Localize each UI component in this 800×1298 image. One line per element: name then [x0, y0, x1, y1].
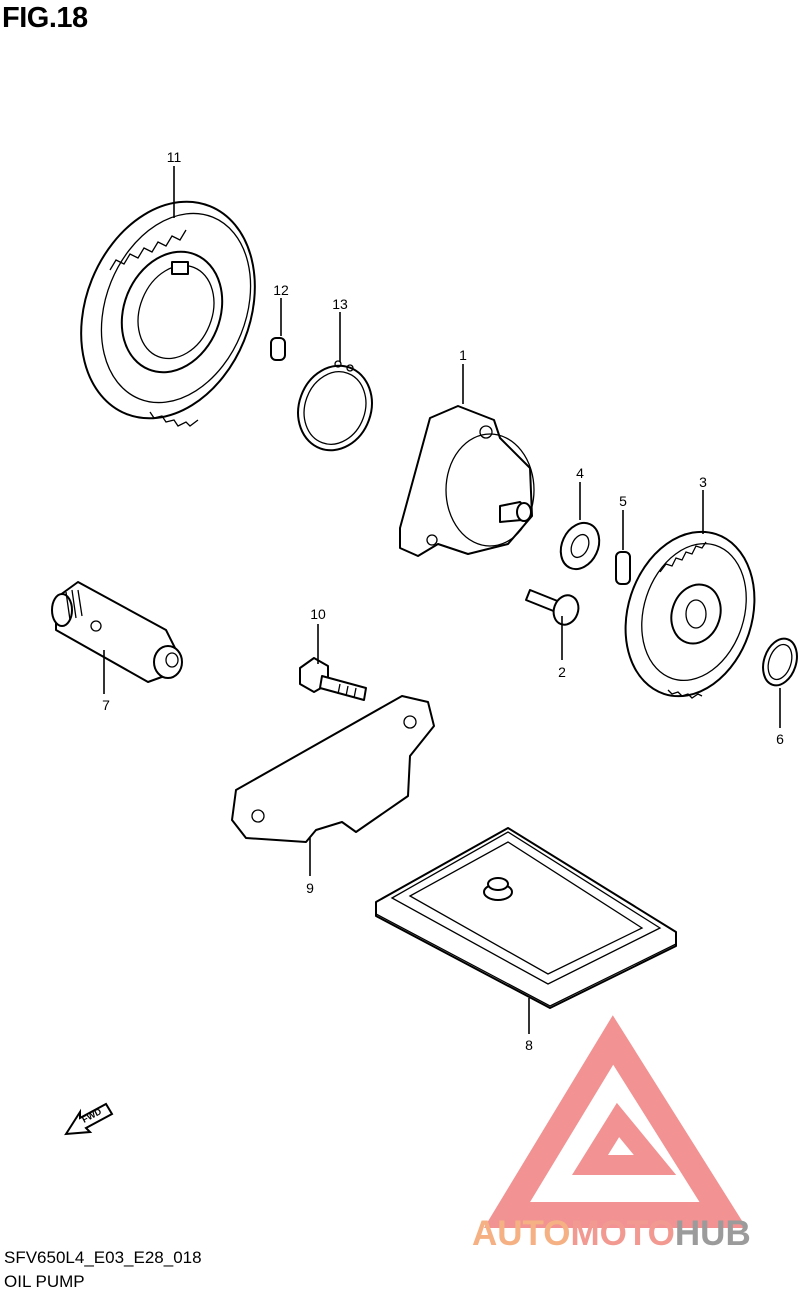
part-9-plate	[231, 695, 435, 843]
figure-title: FIG.18	[2, 2, 88, 34]
part-8-oil-strainer	[375, 827, 677, 1009]
watermark-moto: MOTO	[571, 1214, 675, 1253]
callout-13: 13	[332, 296, 348, 312]
callout-numbers: 11 12 13 1 4 5 3 2 6 7 10 9 8	[102, 149, 784, 1053]
callout-10: 10	[310, 606, 326, 622]
callout-7: 7	[102, 697, 110, 713]
part-2-screw	[525, 589, 580, 626]
callout-3: 3	[699, 474, 707, 490]
callout-6: 6	[776, 731, 784, 747]
part-1-oil-pump-body	[399, 405, 535, 557]
part-10-bolt	[299, 657, 367, 701]
svg-text:AUTOMOTOHUB: AUTOMOTOHUB	[472, 1214, 751, 1253]
part-3-pump-gear	[624, 530, 756, 699]
part-12-pin	[270, 337, 286, 361]
figure-caption: OIL PUMP	[4, 1272, 85, 1291]
watermark-hub: HUB	[675, 1214, 751, 1253]
callout-8: 8	[525, 1037, 533, 1053]
callout-5: 5	[619, 493, 627, 509]
callout-12: 12	[273, 282, 289, 298]
callout-4: 4	[576, 465, 584, 481]
part-4-washer	[559, 521, 601, 571]
part-7-relief-valve	[51, 581, 183, 683]
part-13-circlip	[297, 360, 373, 452]
watermark-text: AUTOMOTOHUB	[472, 1214, 751, 1253]
leader-lines	[103, 166, 781, 1034]
part-5-dowel-pin	[615, 551, 631, 585]
fwd-arrow-icon: FWD	[64, 1102, 114, 1136]
callout-1: 1	[459, 347, 467, 363]
callout-9: 9	[306, 880, 314, 896]
part-6-circlip	[762, 637, 798, 687]
callout-11: 11	[167, 149, 182, 165]
part-11-sprocket	[80, 200, 256, 427]
watermark-logo	[483, 1015, 747, 1228]
model-code: SFV650L4_E03_E28_018	[4, 1248, 202, 1267]
watermark-auto: AUTO	[472, 1214, 571, 1253]
callout-2: 2	[558, 664, 566, 680]
